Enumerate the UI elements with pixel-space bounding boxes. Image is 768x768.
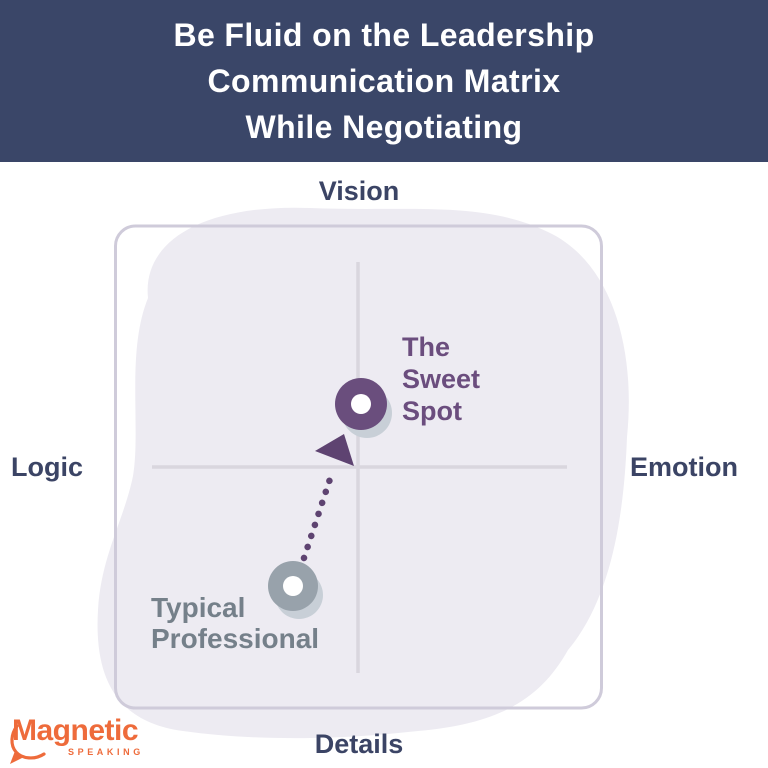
typical-professional-dot-hole bbox=[283, 576, 303, 596]
typical-professional-label-line-2: Professional bbox=[151, 623, 320, 654]
typical-professional-label: Typical Professional bbox=[151, 592, 319, 654]
sweet-spot-label: The Sweet Spot bbox=[402, 331, 480, 427]
title-line-1: Be Fluid on the Leadership bbox=[173, 17, 595, 53]
title-line-3: While Negotiating bbox=[245, 109, 523, 145]
title-line-2: Communication Matrix bbox=[207, 63, 561, 99]
axis-label-details: Details bbox=[314, 729, 404, 759]
transition-dotted-line bbox=[300, 472, 335, 562]
axis-label-logic: Logic bbox=[11, 452, 83, 482]
logo-subtitle-text: SPEAKING bbox=[68, 747, 144, 757]
sweet-spot-dot-hole bbox=[351, 394, 371, 414]
sweet-spot-label-line-1: The bbox=[402, 332, 451, 362]
title-bar: Be Fluid on the Leadership Communication… bbox=[0, 0, 768, 162]
logo-brand-text: Magnetic bbox=[12, 714, 139, 747]
typical-professional-label-line-1: Typical bbox=[151, 592, 246, 623]
matrix-box-border bbox=[114, 224, 603, 710]
speech-bubble-icon bbox=[10, 724, 46, 764]
sweet-spot-label-line-2: Sweet bbox=[402, 364, 481, 394]
arrowhead-icon bbox=[315, 434, 354, 466]
sweet-spot-label-line-3: Spot bbox=[402, 396, 462, 426]
axis-label-vision: Vision bbox=[318, 176, 400, 206]
magnetic-speaking-logo: Magnetic SPEAKING bbox=[10, 714, 162, 764]
axis-label-emotion: Emotion bbox=[630, 452, 738, 482]
background-blob bbox=[97, 207, 629, 739]
